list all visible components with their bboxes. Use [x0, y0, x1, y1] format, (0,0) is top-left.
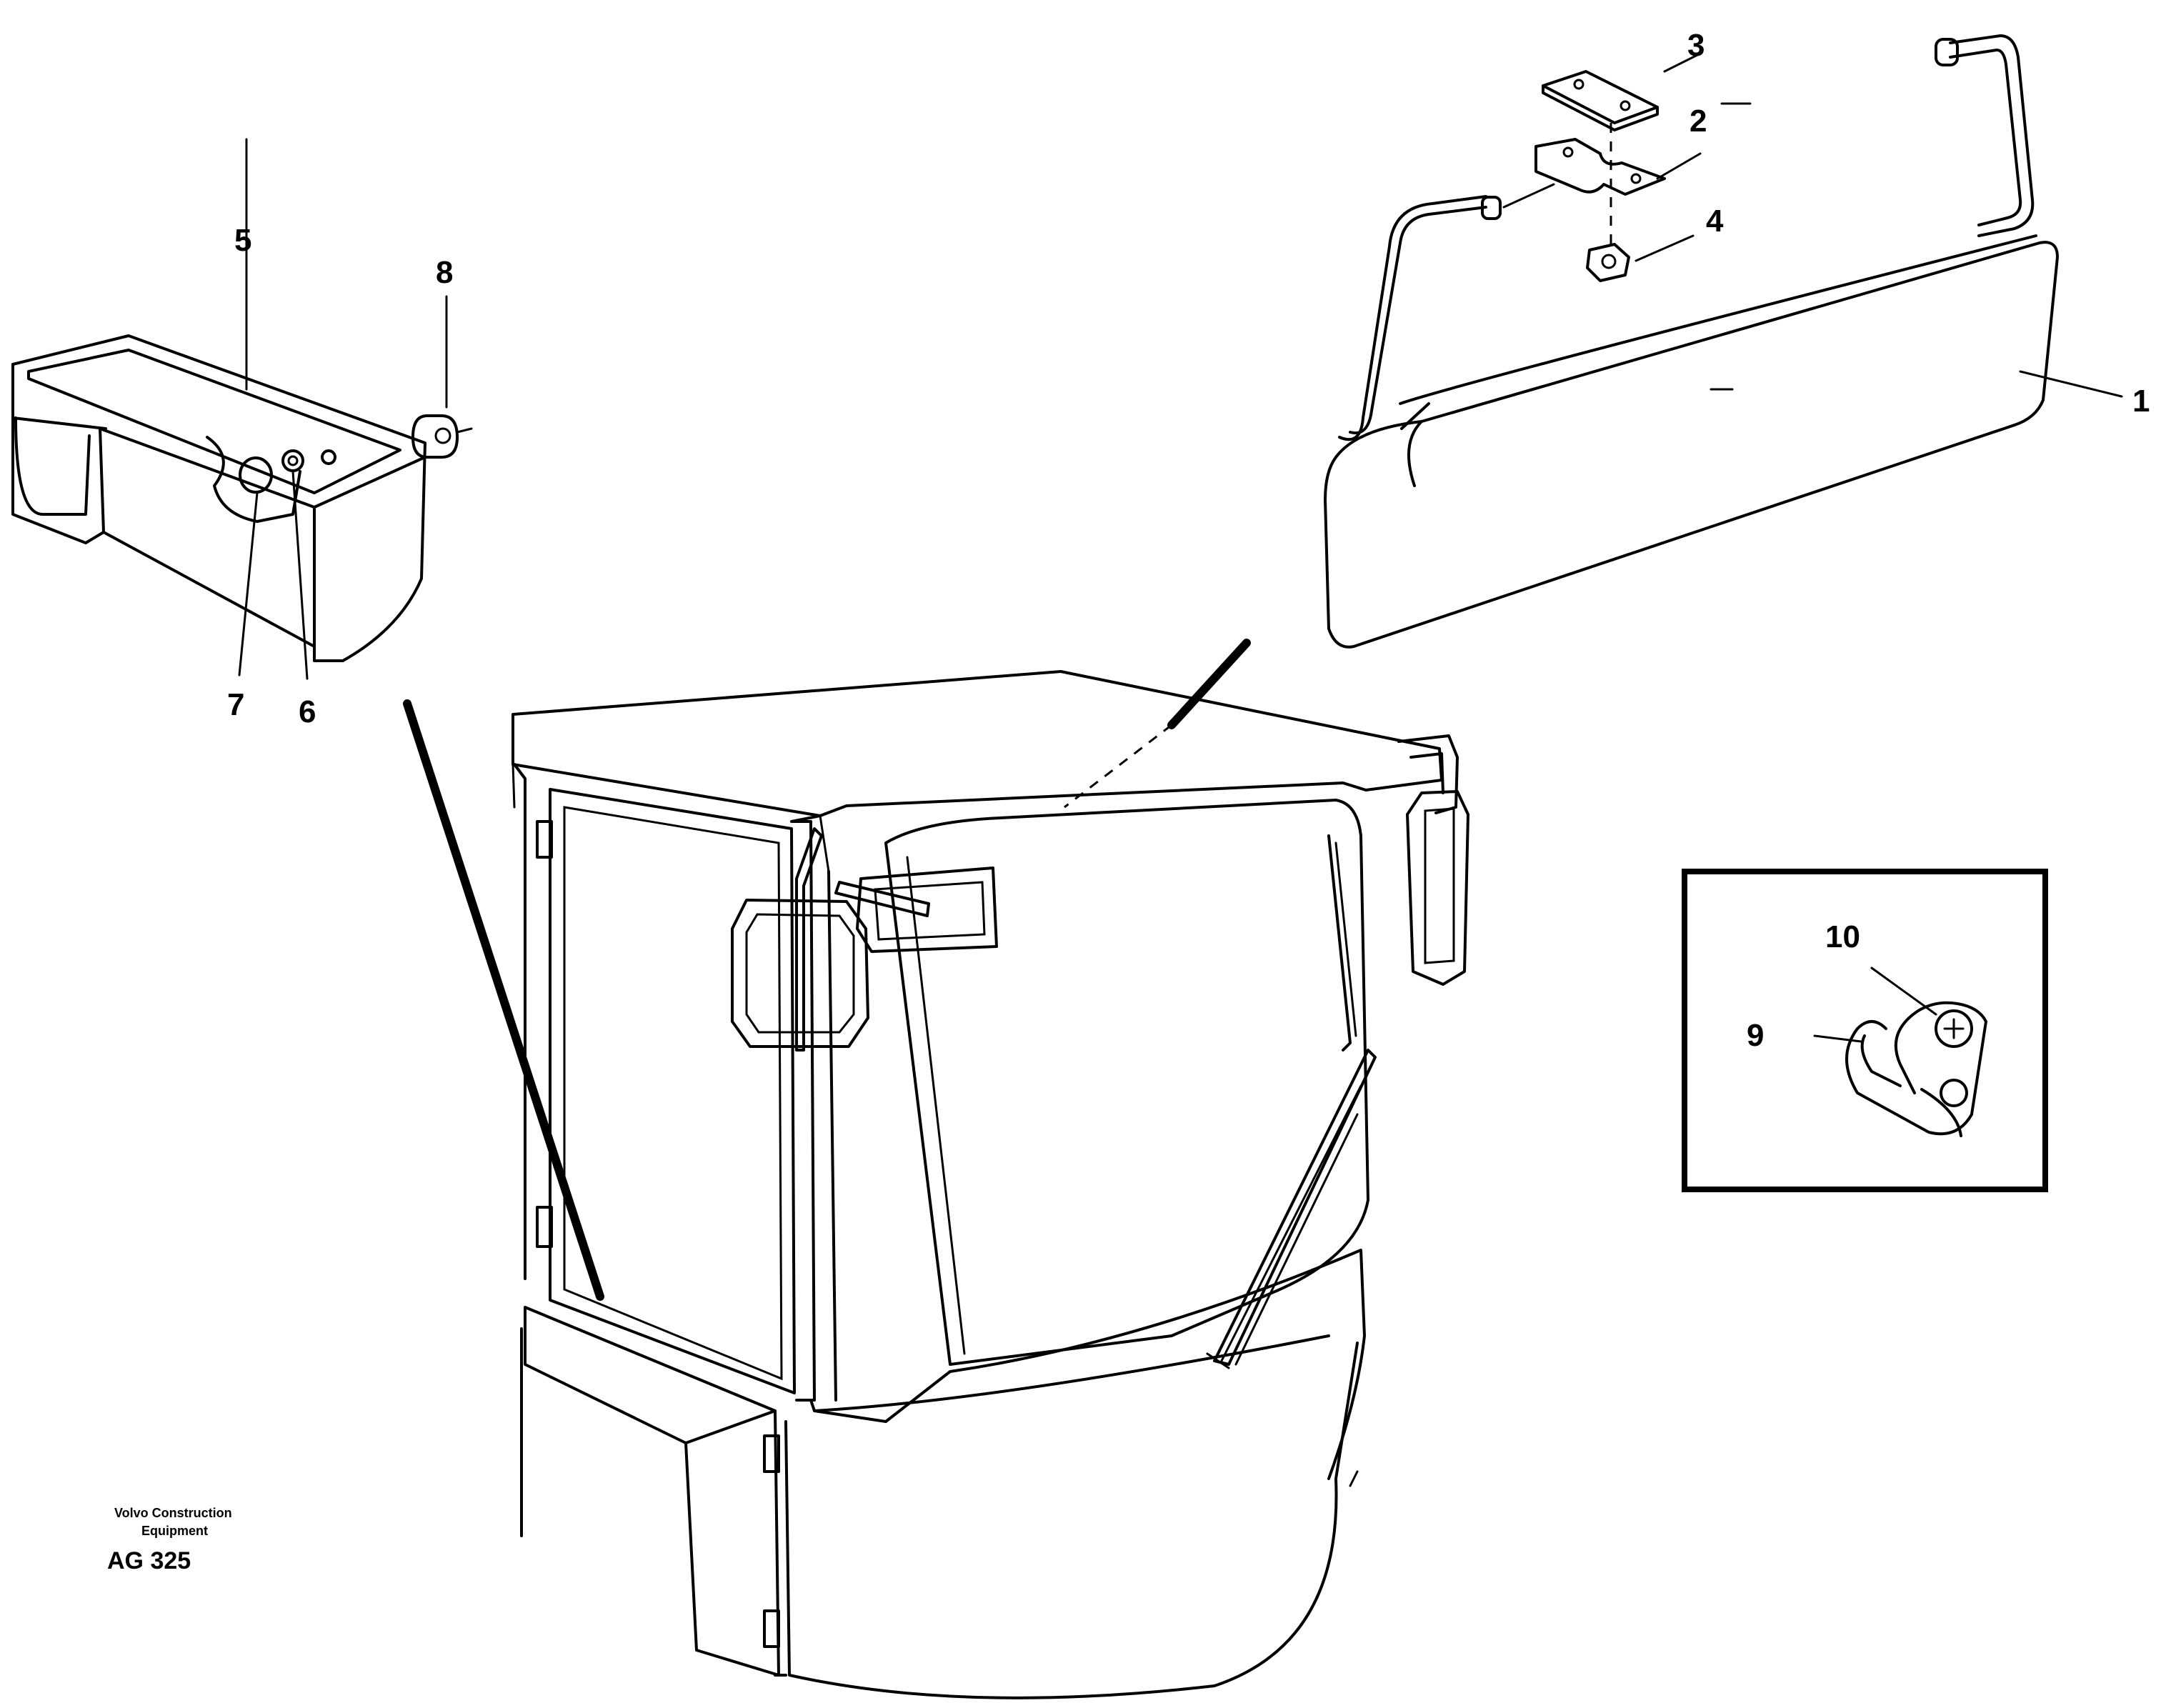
part-8-bushing [411, 414, 473, 459]
mirrors [731, 790, 1469, 1052]
callout-7: 7 [227, 687, 245, 722]
callout-10: 10 [1825, 919, 1860, 954]
callout-1: 1 [2132, 384, 2150, 419]
cab-base [520, 1327, 1359, 1699]
cab-assembly [511, 670, 1459, 1699]
mirror-arm [795, 827, 823, 1052]
callout-3: 3 [1687, 28, 1705, 63]
callout-9: 9 [1747, 1018, 1765, 1053]
callout-5: 5 [234, 223, 252, 258]
part-9-hook [1845, 1001, 1987, 1136]
part-5-storage-tray [11, 334, 426, 662]
inside-mirror [856, 867, 998, 953]
callout-6: 6 [299, 694, 316, 729]
part-2-bracket [1534, 138, 1666, 196]
callout-8: 8 [436, 255, 454, 290]
callout-4: 4 [1706, 204, 1724, 239]
part-4-nut [1586, 243, 1630, 282]
callout-2: 2 [1690, 104, 1707, 139]
cab-lower-body [809, 1249, 1366, 1480]
left-window [549, 788, 796, 1394]
part-10-screw [1935, 1009, 1973, 1048]
windshield [884, 799, 1369, 1366]
detail-inset [1682, 869, 2048, 1192]
left-mirror [731, 899, 869, 1048]
wiper-arm [1213, 1049, 1377, 1366]
part-1-sun-visor [1324, 34, 2059, 649]
part-3-plate [1542, 70, 1659, 131]
right-mirror [1406, 790, 1469, 986]
leader-lines [403, 102, 1752, 1301]
manufacturer-line-1: Volvo Construction [114, 1506, 232, 1520]
drawing-code: AG 325 [107, 1547, 191, 1574]
leader-box [403, 699, 604, 1301]
cab-roof [511, 670, 1443, 817]
front-pillar [792, 820, 816, 1402]
leader-visor [1167, 639, 1251, 729]
manufacturer-line-2: Equipment [141, 1524, 208, 1538]
